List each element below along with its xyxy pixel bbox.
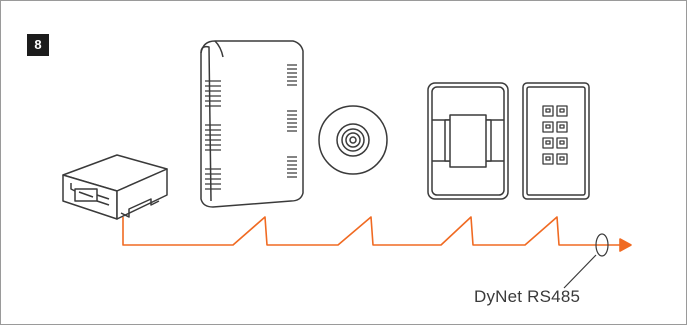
dynet-bus-line [122, 216, 632, 252]
rocker-switch-device [427, 82, 509, 200]
step-number-badge: 8 [27, 34, 49, 56]
cable-callout [563, 233, 609, 289]
keypad-device [522, 82, 590, 200]
controller-enclosure-device [200, 40, 304, 208]
bus-label: DyNet RS485 [474, 287, 581, 306]
ceiling-sensor-device [318, 105, 388, 175]
gateway-module-device [62, 154, 168, 220]
